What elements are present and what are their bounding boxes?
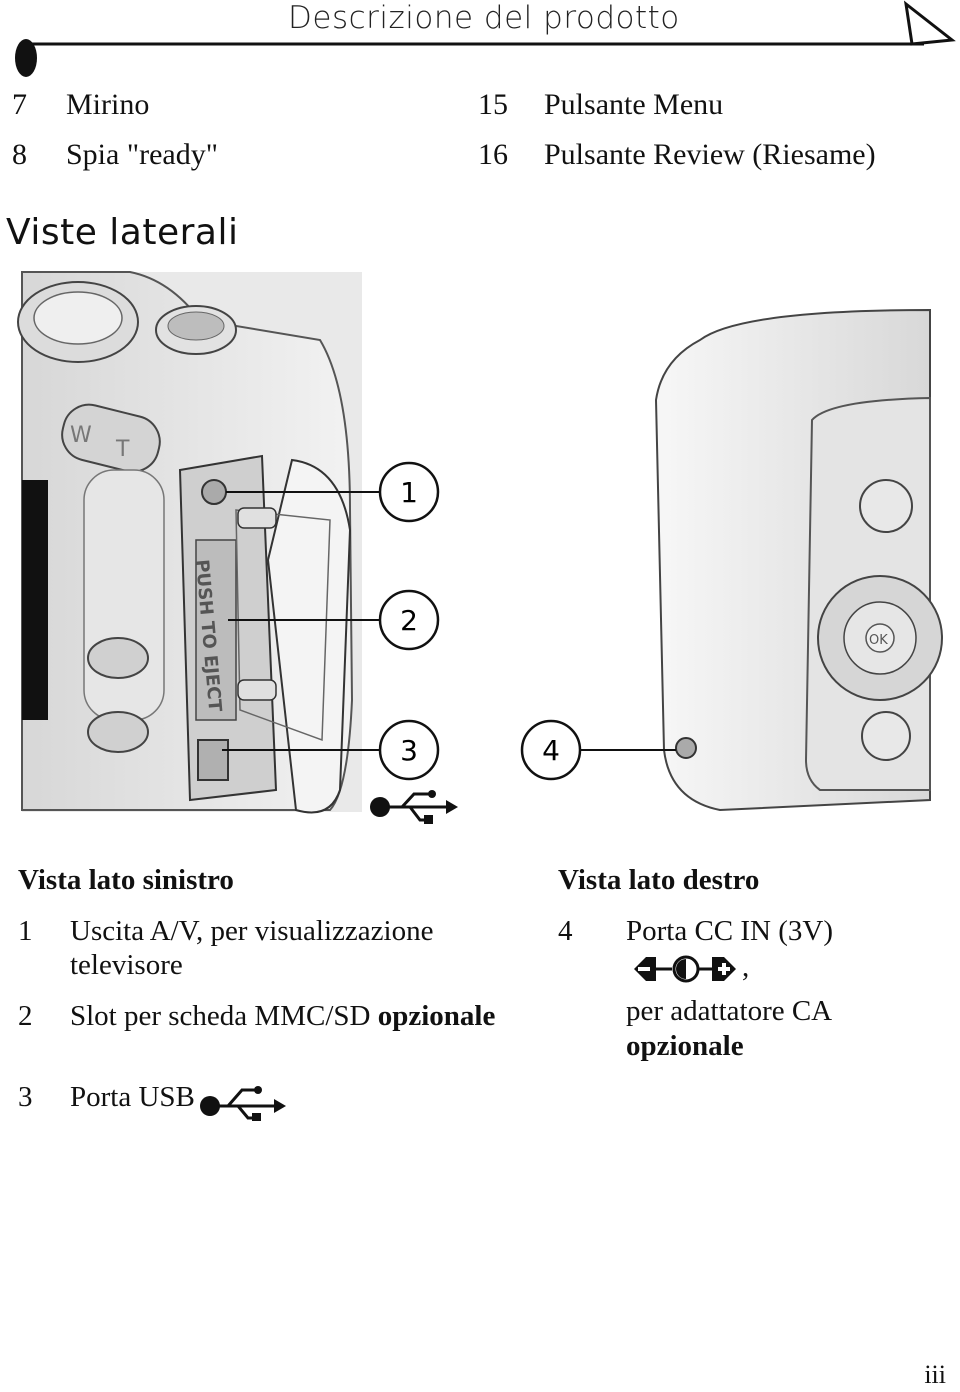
item-emphasis: opzionale [626, 1030, 744, 1062]
item-number: 7 [12, 88, 27, 121]
item-emphasis: opzionale [377, 1000, 496, 1032]
item-description: Uscita A/V, per visualizzazione televiso… [70, 915, 434, 981]
callout-number: 3 [400, 734, 418, 767]
callout-3: 3 [378, 719, 440, 781]
page-tab-arrow-icon [903, 0, 956, 46]
item-number: 8 [12, 138, 27, 171]
item-number: 2 [18, 1000, 33, 1032]
left-view-heading: Vista lato sinistro [18, 864, 234, 896]
section-title: Viste laterali [6, 212, 239, 253]
callout-number: 1 [400, 476, 418, 509]
item-number: 4 [558, 915, 573, 947]
right-camera-view: OK [654, 308, 943, 812]
list-item-label: Mirino [66, 88, 150, 121]
ok-label: OK [869, 633, 888, 648]
item-description: Porta USB [70, 1081, 195, 1113]
callout-1: 1 [378, 461, 440, 523]
list-item: 8 [12, 138, 27, 172]
item-number: 3 [18, 1081, 33, 1113]
usb-icon [370, 790, 458, 824]
list-item-label: Pulsante Menu [544, 88, 724, 121]
usb-icon [200, 1086, 286, 1121]
page-number: iii [924, 1360, 946, 1389]
symbol-comma: , [742, 951, 750, 983]
item-number: 1 [18, 915, 33, 947]
item-number: 15 [478, 88, 508, 121]
zoom-tele-label: T [115, 437, 130, 462]
callout-number: 4 [542, 734, 560, 767]
list-item-label: Pulsante Review (Riesame) [544, 138, 876, 171]
camera-side-views-figure: W T PUSH TO EJECT OK [17, 271, 943, 824]
zoom-wide-label: W [70, 423, 92, 448]
page-header-title: Descrizione del prodotto [288, 0, 680, 36]
list-item: 7 [12, 88, 27, 122]
item-description: Slot per scheda MMC/SD opzionale [70, 999, 495, 1033]
callout-2: 2 [378, 589, 440, 651]
callout-4: 4 [520, 719, 582, 781]
right-view-heading: Vista lato destro [558, 864, 760, 896]
header-rule [15, 0, 956, 77]
dc-in-port [675, 737, 697, 759]
item-description: Porta CC IN (3V) [626, 915, 834, 947]
callout-number: 2 [400, 604, 418, 637]
dc-polarity-icon [634, 955, 736, 983]
list-item-label: Spia "ready" [66, 138, 218, 171]
item-text: Slot per scheda MMC/SD [70, 1000, 378, 1032]
item-description-line2: per adattatore CA [626, 995, 833, 1027]
item-number: 16 [478, 138, 508, 171]
page-corner-dot-icon [15, 39, 37, 77]
callout-leaders [222, 491, 676, 751]
left-camera-view: W T PUSH TO EJECT [17, 271, 362, 814]
